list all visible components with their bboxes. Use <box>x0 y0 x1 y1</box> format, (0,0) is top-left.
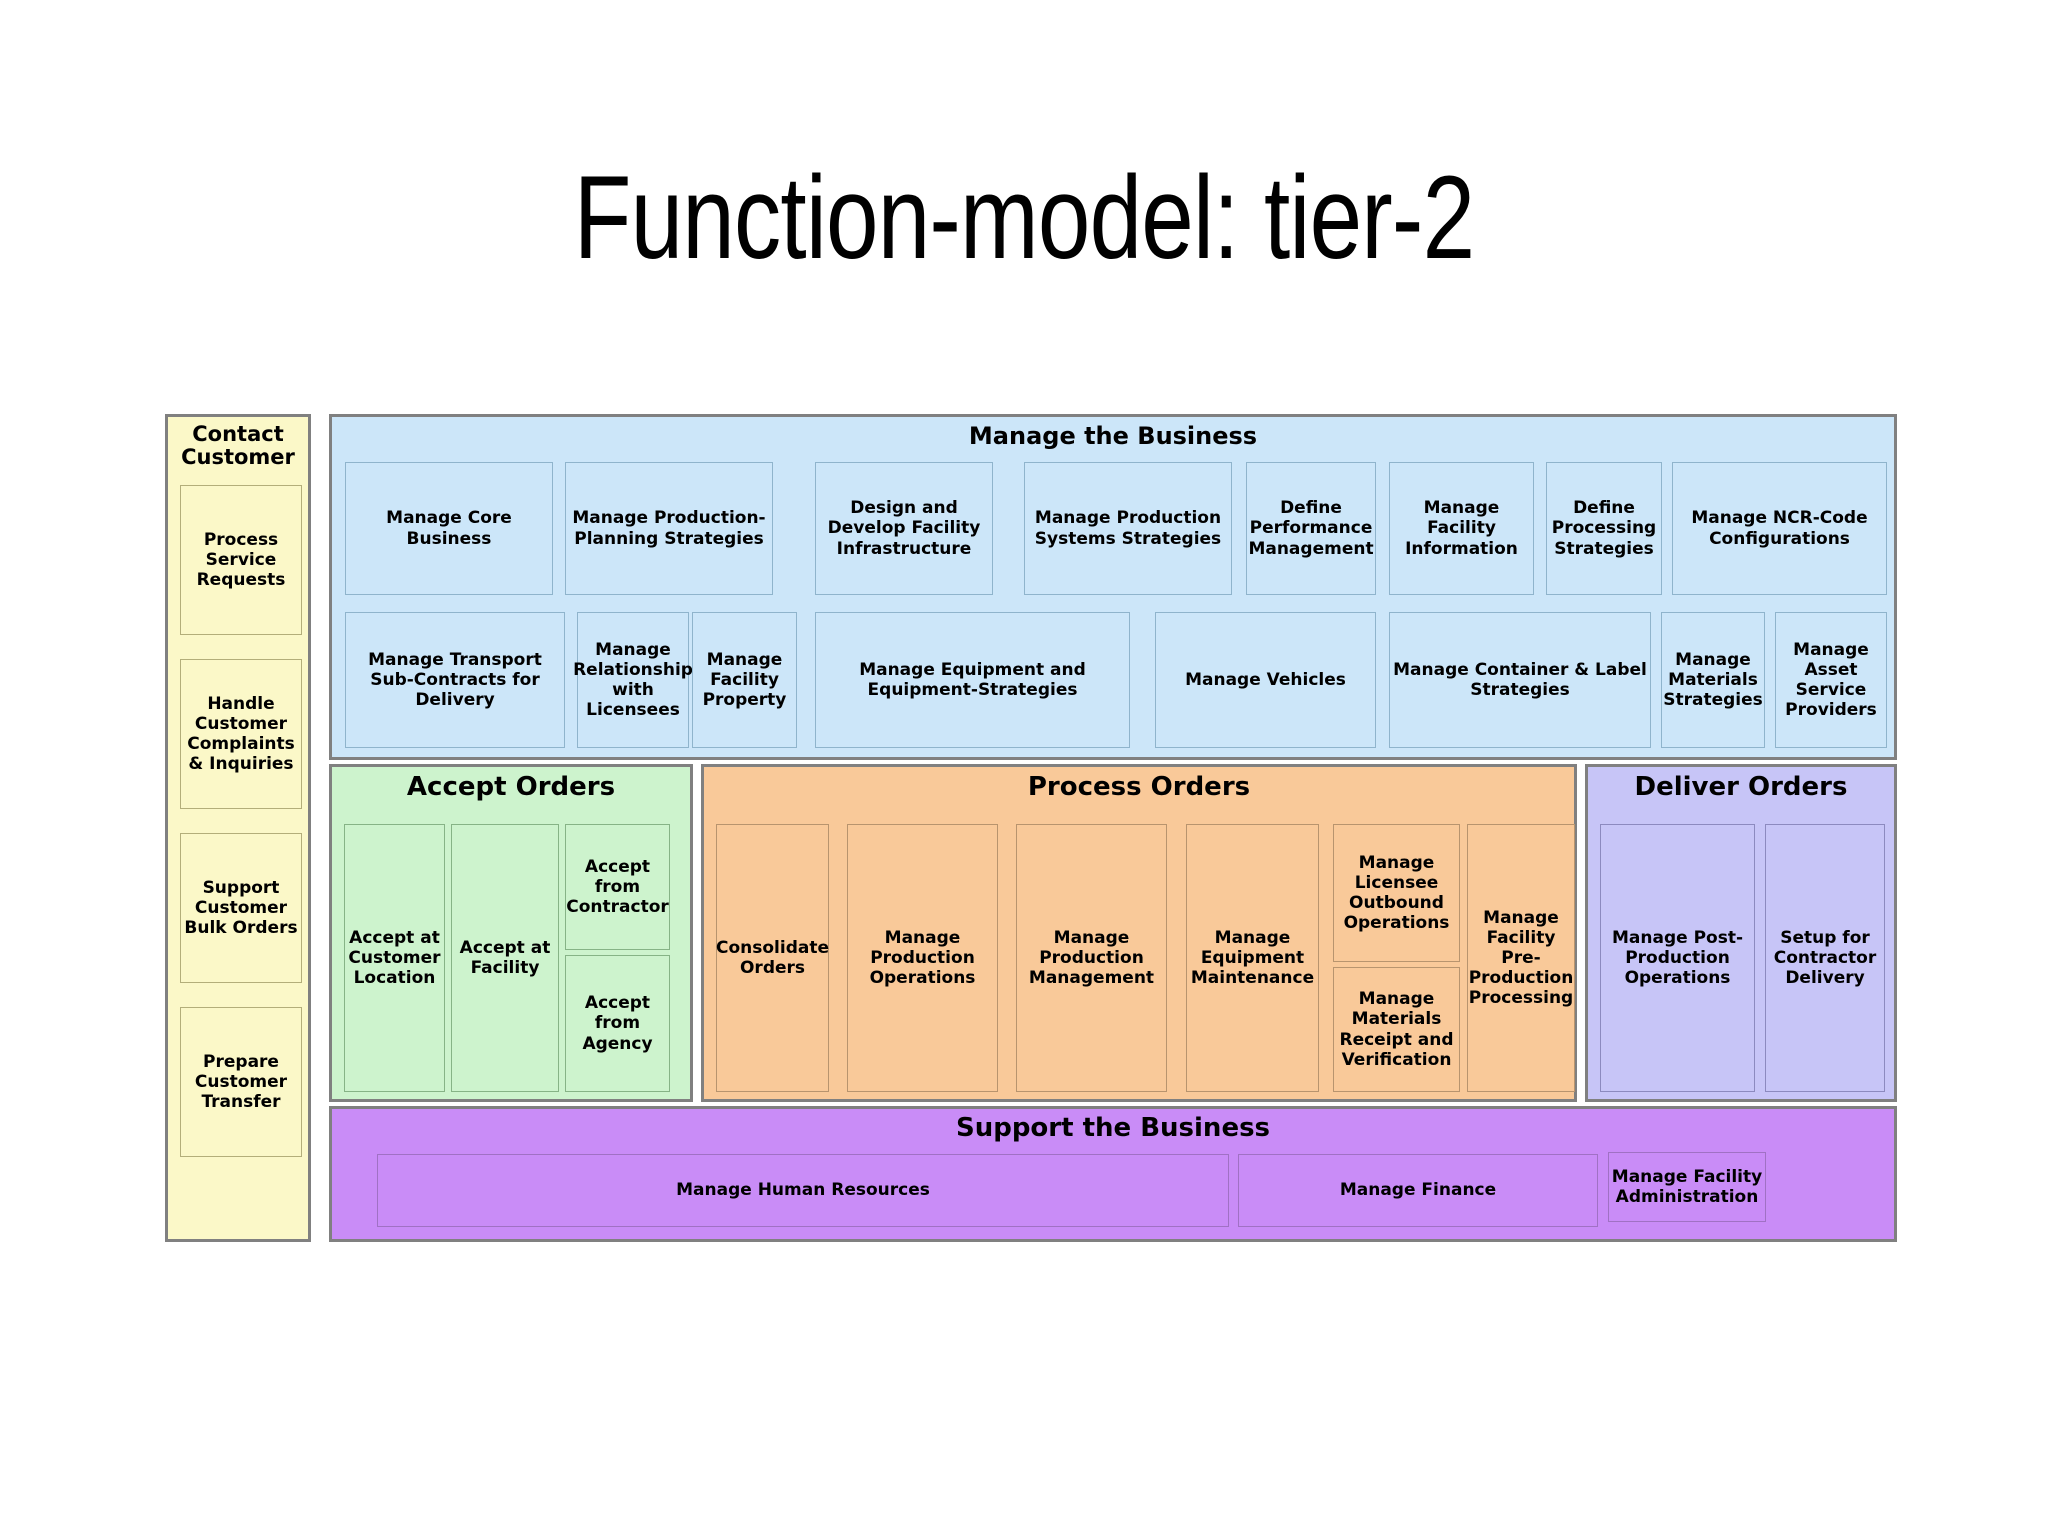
box-define-processing-strategies[interactable]: Define Processing Strategies <box>1546 462 1662 595</box>
box-manage-facility-administration[interactable]: Manage Facility Administration <box>1608 1152 1766 1222</box>
group-title-process-orders: Process Orders <box>1027 772 1251 802</box>
box-define-performance-management[interactable]: Define Performance Management <box>1246 462 1376 595</box>
box-manage-production-management[interactable]: Manage Production Management <box>1016 824 1167 1092</box>
group-manage-the-business[interactable]: Manage the Business Manage Core Business… <box>329 414 1897 760</box>
box-accept-at-facility[interactable]: Accept at Facility <box>451 824 559 1092</box>
box-process-service-requests[interactable]: Process Service Requests <box>180 485 302 635</box>
group-title-contact-customer: Contact Customer <box>181 422 295 469</box>
box-manage-ncr-code-configurations[interactable]: Manage NCR-Code Configurations <box>1672 462 1887 595</box>
box-consolidate-orders[interactable]: Consolidate Orders <box>716 824 829 1092</box>
box-manage-relationship-with-licensees[interactable]: Manage Relationship with Licensees <box>573 612 693 748</box>
box-manage-asset-service-providers[interactable]: Manage Asset Service Providers <box>1775 612 1887 748</box>
box-manage-equipment-and-equipment-strategies[interactable]: Manage Equipment and Equipment-Strategie… <box>815 612 1130 748</box>
box-prepare-customer-transfer[interactable]: Prepare Customer Transfer <box>180 1007 302 1157</box>
box-manage-human-resources[interactable]: Manage Human Resources <box>377 1154 1229 1227</box>
box-manage-production-operations[interactable]: Manage Production Operations <box>847 824 998 1092</box>
box-manage-facility-property[interactable]: Manage Facility Property <box>692 612 797 748</box>
box-accept-from-agency[interactable]: Accept from Agency <box>565 955 670 1092</box>
group-deliver-orders[interactable]: Deliver Orders Manage Post-Production Op… <box>1585 764 1897 1102</box>
box-manage-production-systems-strategies[interactable]: Manage Production Systems Strategies <box>1024 462 1232 595</box>
function-model-diagram: Contact Customer Process Service Request… <box>165 414 1897 1242</box>
box-manage-core-business[interactable]: Manage Core Business <box>345 462 553 595</box>
box-manage-transport-sub-contracts-for-delivery[interactable]: Manage Transport Sub-Contracts for Deliv… <box>345 612 565 748</box>
group-accept-orders[interactable]: Accept Orders Accept at Customer Locatio… <box>329 764 693 1102</box>
box-manage-equipment-maintenance[interactable]: Manage Equipment Maintenance <box>1186 824 1319 1092</box>
box-accept-from-contractor[interactable]: Accept from Contractor <box>565 824 670 950</box>
group-title-accept-orders: Accept Orders <box>406 772 616 802</box>
group-title-support-the-business: Support the Business <box>955 1113 1271 1143</box>
box-manage-container-and-label-strategies[interactable]: Manage Container & Label Strategies <box>1389 612 1651 748</box>
box-support-customer-bulk-orders[interactable]: Support Customer Bulk Orders <box>180 833 302 983</box>
box-manage-licensee-outbound-operations[interactable]: Manage Licensee Outbound Operations <box>1333 824 1460 962</box>
box-accept-at-customer-location[interactable]: Accept at Customer Location <box>344 824 445 1092</box>
box-manage-facility-information[interactable]: Manage Facility Information <box>1389 462 1534 595</box>
group-title-deliver-orders: Deliver Orders <box>1634 772 1848 802</box>
group-contact-customer[interactable]: Contact Customer Process Service Request… <box>165 414 311 1242</box>
box-setup-for-contractor-delivery[interactable]: Setup for Contractor Delivery <box>1765 824 1885 1092</box>
page-title: Function-model: tier-2 <box>573 152 1475 285</box>
box-manage-post-production-operations[interactable]: Manage Post-Production Operations <box>1600 824 1755 1092</box>
box-handle-customer-complaints[interactable]: Handle Customer Complaints & Inquiries <box>180 659 302 809</box>
group-process-orders[interactable]: Process Orders Consolidate Orders Manage… <box>701 764 1577 1102</box>
group-title-manage-the-business: Manage the Business <box>968 422 1258 450</box>
group-support-the-business[interactable]: Support the Business Manage Human Resour… <box>329 1106 1897 1242</box>
box-manage-production-planning-strategies[interactable]: Manage Production-Planning Strategies <box>565 462 773 595</box>
box-manage-finance[interactable]: Manage Finance <box>1238 1154 1598 1227</box>
box-manage-materials-receipt-and-verification[interactable]: Manage Materials Receipt and Verificatio… <box>1333 967 1460 1092</box>
box-design-and-develop-facility-infrastructure[interactable]: Design and Develop Facility Infrastructu… <box>815 462 993 595</box>
box-manage-vehicles[interactable]: Manage Vehicles <box>1155 612 1376 748</box>
box-manage-facility-pre-production-processing[interactable]: Manage Facility Pre-Production Processin… <box>1467 824 1575 1092</box>
box-manage-materials-strategies[interactable]: Manage Materials Strategies <box>1661 612 1765 748</box>
